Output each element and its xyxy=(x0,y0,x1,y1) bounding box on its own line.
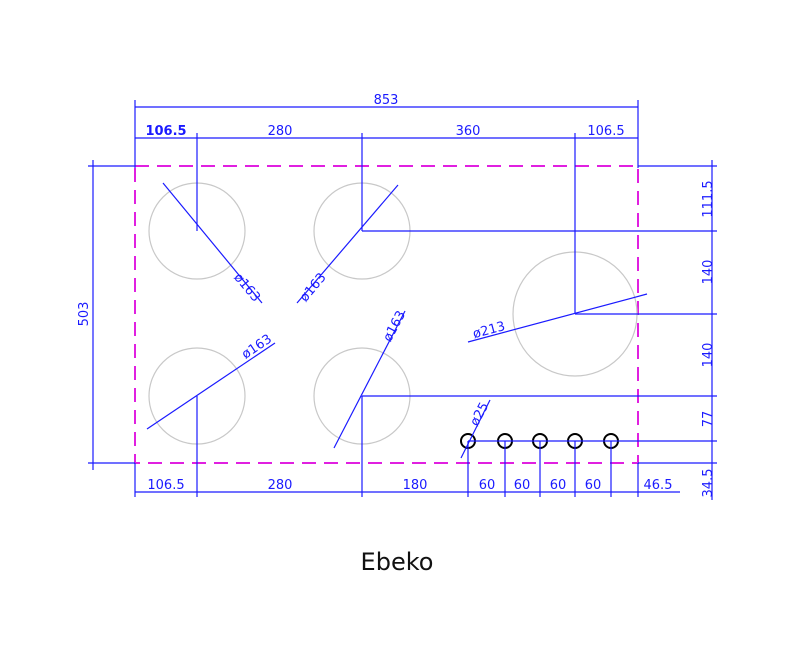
dim-bottom-7: 60 xyxy=(585,478,602,493)
knob-diameter: ø25 xyxy=(468,400,493,429)
dim-bottom-6: 60 xyxy=(550,478,567,493)
burner-3-diameter: ø163 xyxy=(239,332,275,363)
burner-1-diameter: ø163 xyxy=(230,270,263,305)
dim-top-2: 280 xyxy=(268,124,293,139)
dim-bottom-8: 46.5 xyxy=(644,478,673,493)
dim-right-5: 34.5 xyxy=(701,469,716,498)
dim-top-4: 106.5 xyxy=(587,124,624,139)
dim-bottom-5: 60 xyxy=(514,478,531,493)
brand-name: Ebeko xyxy=(360,548,434,576)
burner-4-diameter: ø163 xyxy=(381,308,410,344)
dim-bottom-1: 106.5 xyxy=(147,478,184,493)
burner-2-diameter: ø163 xyxy=(297,270,330,305)
dimension-lines xyxy=(88,100,717,500)
dim-bottom-3: 180 xyxy=(403,478,428,493)
dim-top-total: 853 xyxy=(374,93,399,108)
hob-outline xyxy=(134,165,639,464)
dim-right-1: 111.5 xyxy=(701,180,716,217)
dim-right-2: 140 xyxy=(701,260,716,285)
dim-top-1: 106.5 xyxy=(145,124,186,139)
dim-left-height: 503 xyxy=(77,302,92,327)
burner-5-diameter: ø213 xyxy=(471,319,507,342)
dim-bottom-2: 280 xyxy=(268,478,293,493)
dim-right-4: 77 xyxy=(701,411,716,428)
dim-top-3: 360 xyxy=(456,124,481,139)
dim-right-3: 140 xyxy=(701,343,716,368)
dim-bottom-4: 60 xyxy=(479,478,496,493)
